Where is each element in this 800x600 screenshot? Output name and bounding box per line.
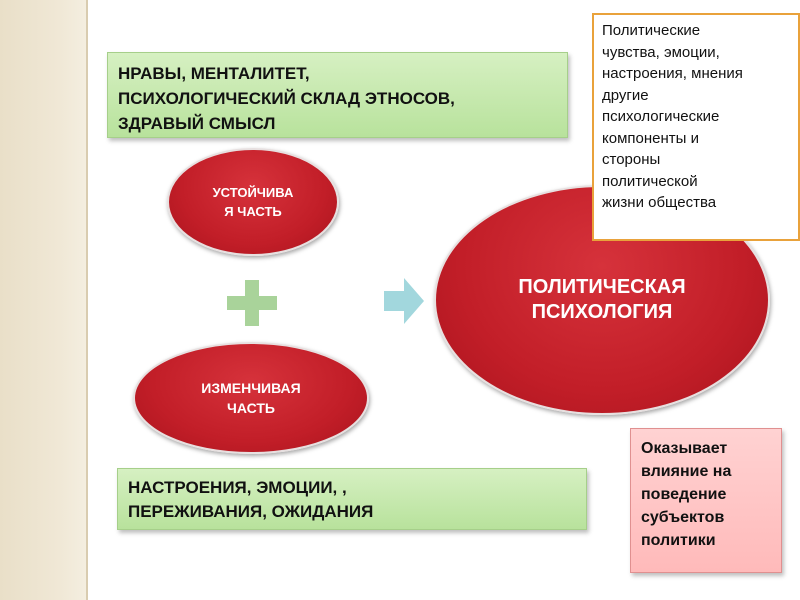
definition-line: настроения, мнения	[602, 65, 743, 82]
definition-line: другие	[602, 86, 649, 104]
influence-line: субъектов	[641, 509, 725, 526]
plus-icon	[227, 280, 277, 326]
definition-line: политической	[602, 172, 698, 190]
arrow-right-icon	[384, 278, 424, 324]
stable-part-label: УСТОЙЧИВА	[212, 185, 294, 200]
changing-components-line: ПЕРЕЖИВАНИЯ, ОЖИДАНИЯ	[128, 502, 374, 521]
stable-components-box: НРАВЫ, МЕНТАЛИТЕТ, ПСИХОЛОГИЧЕСКИЙ СКЛАД…	[107, 52, 568, 138]
stable-components-line: ЗДРАВЫЙ СМЫСЛ	[118, 114, 276, 133]
influence-line: Оказывает	[641, 440, 728, 457]
definition-line: Политические	[602, 22, 701, 39]
stable-part-label: Я ЧАСТЬ	[224, 204, 282, 219]
political-psychology-label: ПСИХОЛОГИЯ	[531, 301, 673, 323]
decorative-side-band	[0, 0, 86, 600]
definition-line: жизни общества	[602, 194, 717, 211]
changing-part-ellipse: ИЗМЕНЧИВАЯ ЧАСТЬ	[133, 342, 369, 454]
influence-line: поведение	[641, 486, 727, 503]
definition-line: компоненты и	[602, 129, 699, 147]
changing-part-label: ИЗМЕНЧИВАЯ	[201, 380, 301, 396]
political-psychology-label: ПОЛИТИЧЕСКАЯ	[518, 276, 686, 298]
side-divider	[86, 0, 88, 600]
changing-part-label: ЧАСТЬ	[227, 400, 275, 416]
definition-line: стороны	[602, 151, 661, 168]
stable-part-ellipse: УСТОЙЧИВА Я ЧАСТЬ	[167, 148, 339, 256]
influence-line: политики	[641, 532, 716, 549]
changing-components-box: НАСТРОЕНИЯ, ЭМОЦИИ, , ПЕРЕЖИВАНИЯ, ОЖИДА…	[117, 468, 587, 530]
definition-box: Политические чувства, эмоции, настроения…	[592, 13, 800, 241]
stable-components-line: НРАВЫ, МЕНТАЛИТЕТ,	[118, 64, 310, 83]
influence-box: Оказывает влияние на поведение субъектов…	[630, 428, 782, 573]
stable-components-line: ПСИХОЛОГИЧЕСКИЙ СКЛАД ЭТНОСОВ,	[118, 89, 455, 108]
definition-line: психологические	[602, 108, 720, 125]
changing-components-line: НАСТРОЕНИЯ, ЭМОЦИИ, ,	[128, 478, 347, 497]
definition-line: чувства, эмоции,	[602, 43, 720, 61]
influence-line: влияние на	[641, 463, 732, 480]
